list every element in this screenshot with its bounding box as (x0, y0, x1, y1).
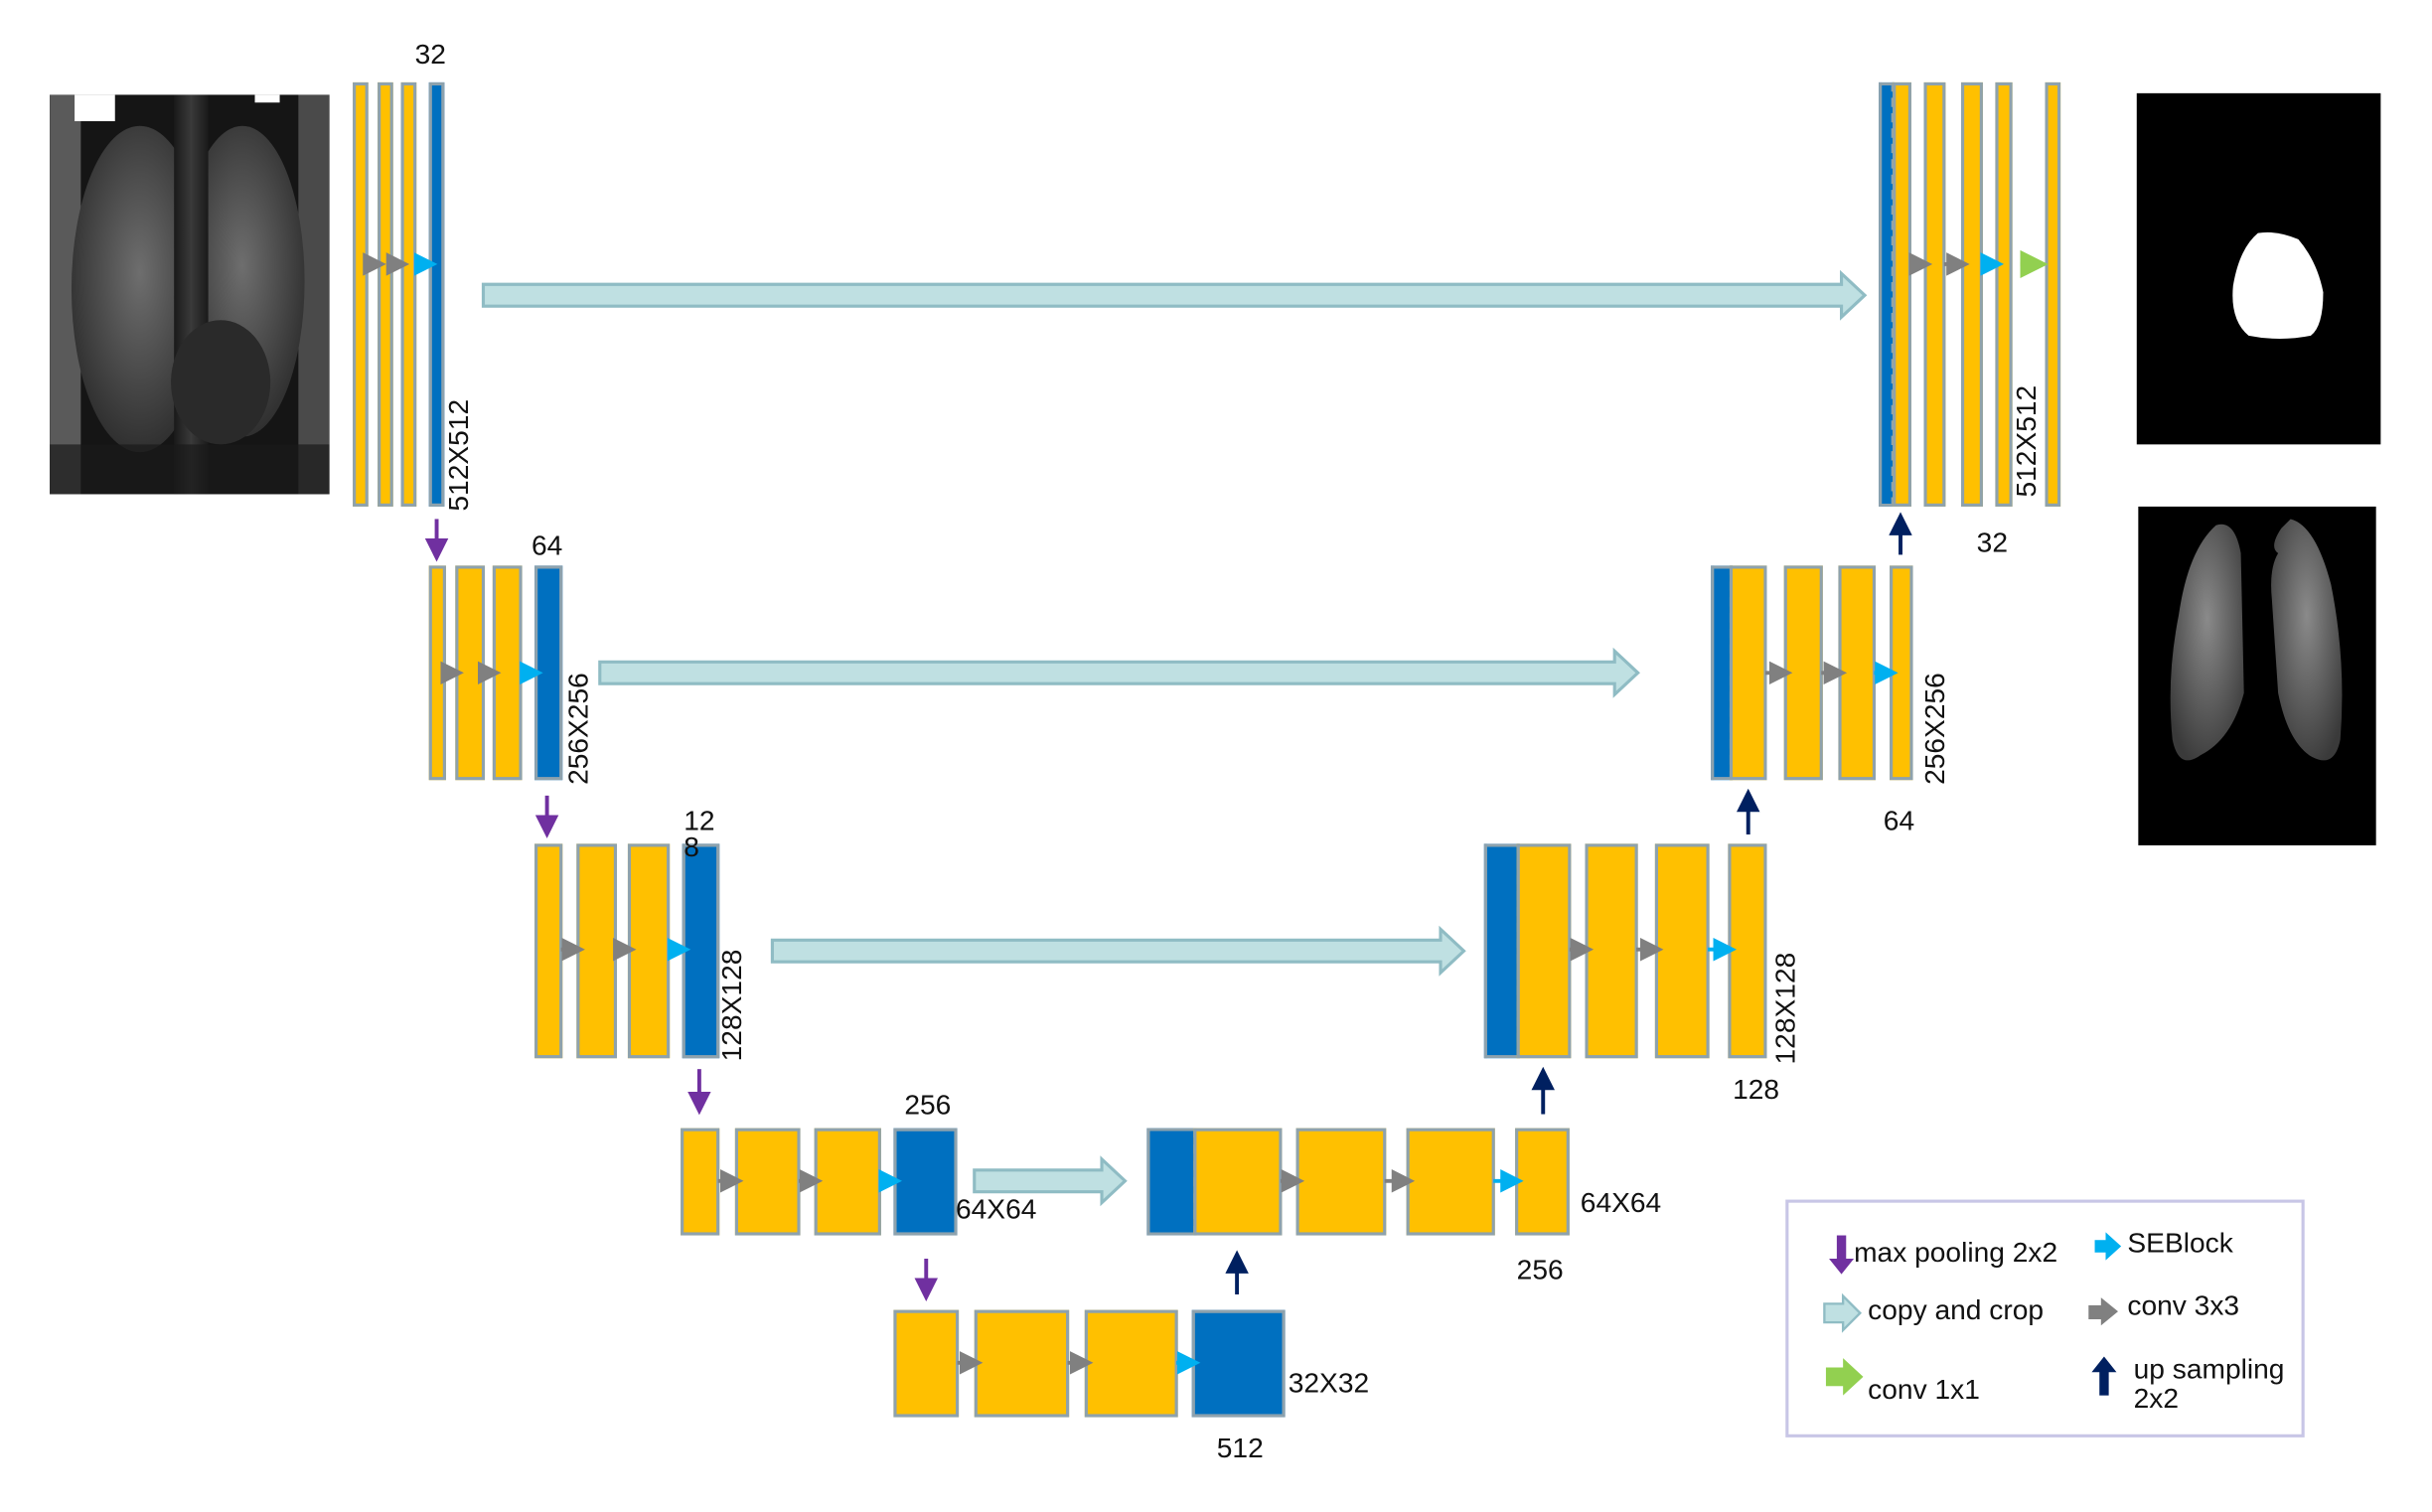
dec1-conv-block (1961, 81, 1983, 507)
enc1-size-label: 512X512 (442, 398, 475, 512)
copy-crop-legend-icon (1823, 1292, 1863, 1333)
input-xray-image (50, 94, 330, 495)
enc1-channels-label: 32 (414, 39, 446, 71)
bottleneck-conv-block (893, 1309, 960, 1418)
dec1-size-label: 512X512 (2011, 384, 2043, 498)
output-mask-image (2136, 92, 2381, 445)
enc4-conv-block (681, 1128, 720, 1236)
enc2-channels-label: 64 (531, 529, 563, 561)
enc1-se-block (428, 81, 445, 507)
enc4-size-label: 64X64 (955, 1193, 1037, 1225)
dec1-se-block (1995, 81, 2013, 507)
dec2-size-label: 256X256 (1918, 673, 1951, 785)
dec1-conv-block (1893, 81, 1911, 507)
upsampling-legend-icon (2091, 1356, 2117, 1396)
enc3-channels-label: 12 8 (684, 805, 715, 863)
enc1-conv-block (353, 81, 369, 507)
seblock-arrows (413, 252, 2005, 1375)
seblock-legend-icon (2094, 1232, 2122, 1261)
enc1-conv-block (378, 81, 393, 507)
dec4-concat-block (1146, 1128, 1197, 1236)
dec2-channels-label: 64 (1883, 805, 1915, 836)
bottleneck-conv-block (1084, 1309, 1178, 1418)
legend-copy-crop: copy and crop (1868, 1293, 2045, 1326)
dec1-conv-block (1923, 81, 1946, 507)
legend-seblock: SEBlock (2127, 1227, 2233, 1260)
legend-upsampling: up sampling 2x2 (2133, 1353, 2285, 1415)
dec3-size-label: 128X128 (1769, 952, 1801, 1065)
legend-conv3: conv 3x3 (2127, 1289, 2240, 1321)
enc1-conv-block (400, 81, 417, 507)
dec3-channels-label: 128 (1733, 1073, 1780, 1106)
legend: max pooling 2x2 SEBlock copy and crop co… (1785, 1199, 2305, 1437)
dec1-channels-label: 32 (1976, 527, 2008, 558)
enc3-conv-block (534, 843, 563, 1059)
enc2-size-label: 256X256 (562, 673, 594, 785)
enc4-se-block (893, 1128, 958, 1236)
conv1-legend-icon (1825, 1358, 1864, 1396)
dec4-se-output-block (1515, 1128, 1570, 1236)
copy-crop-arrows (481, 269, 1868, 1207)
conv3-arrows (363, 252, 1970, 1375)
output-segmented-image (2138, 506, 2376, 845)
legend-conv1: conv 1x1 (1868, 1373, 1980, 1406)
maxpool-arrows (424, 519, 938, 1302)
maxpool-legend-icon (1829, 1235, 1855, 1275)
enc3-size-label: 128X128 (716, 949, 748, 1062)
dec4-conv-block (1193, 1128, 1283, 1236)
conv3-legend-icon (2088, 1297, 2119, 1326)
upsampling-arrows (1225, 512, 1912, 1294)
dec4-size-label: 64X64 (1580, 1187, 1662, 1219)
legend-max-pooling: max pooling 2x2 (1854, 1237, 2058, 1269)
enc4-channels-label: 256 (904, 1089, 952, 1121)
bottleneck-channels-label: 512 (1216, 1433, 1264, 1464)
bottleneck-size-label: 32X32 (1288, 1367, 1370, 1399)
dec1-output-block (2045, 81, 2061, 507)
dec3-conv-block (1516, 843, 1572, 1059)
dec4-channels-label: 256 (1516, 1254, 1564, 1285)
